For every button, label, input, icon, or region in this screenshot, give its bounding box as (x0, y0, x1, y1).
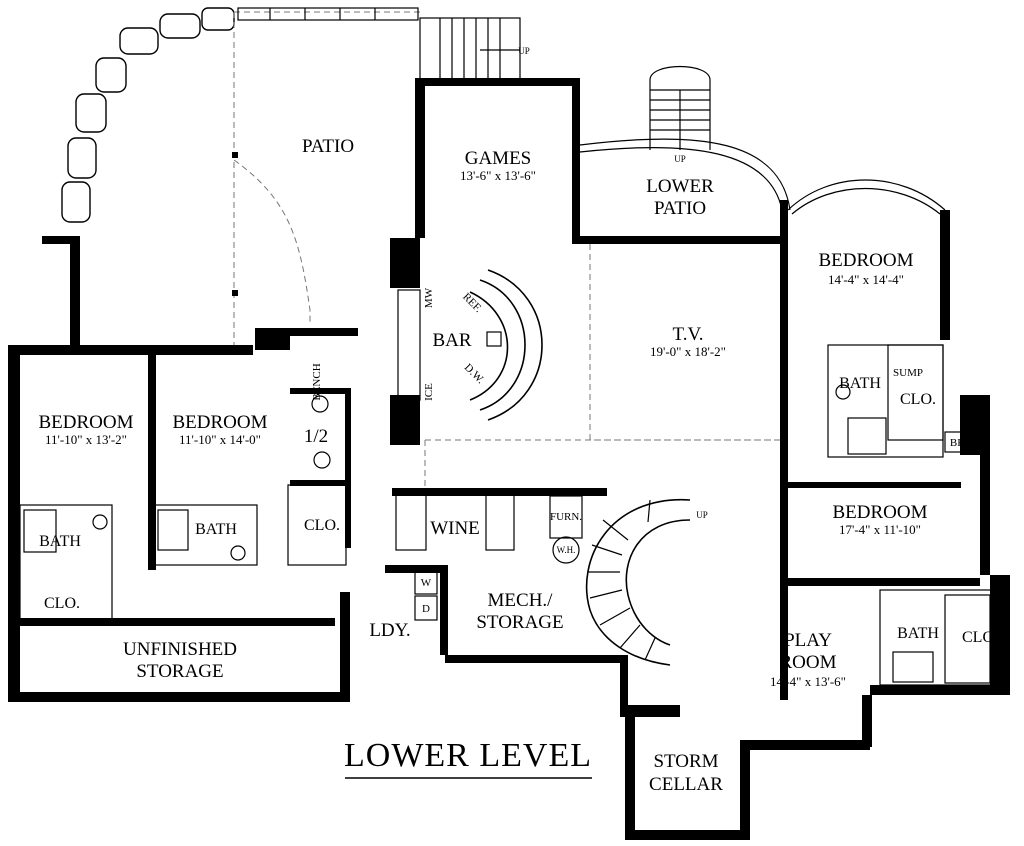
unfinished-label-1: UNFINISHED (123, 639, 237, 660)
dw-label: D.W. (462, 362, 487, 387)
ice-label: ICE (423, 383, 435, 401)
lower-patio-label-2: PATIO (654, 198, 706, 219)
mw-label: MW (423, 287, 435, 308)
bedroom-w2-dim: 11'-10" x 14'-0" (179, 432, 261, 447)
clo-label-e: CLO. (962, 629, 998, 646)
patio-label: PATIO (302, 136, 354, 157)
wine-label: WINE (430, 518, 480, 539)
ref-label: REF. (460, 291, 484, 315)
bench-label: BENCH (311, 363, 323, 400)
bedroom-ne-dim: 14'-4" x 14'-4" (828, 272, 904, 287)
washer-label: W (421, 577, 432, 589)
plan-title: LOWER LEVEL (344, 737, 592, 774)
interior-lines (19, 138, 993, 686)
furn-label: FURN. (550, 511, 582, 523)
bedroom-ne-label: BEDROOM (818, 250, 913, 271)
labels: PATIO GAMES 13'-6" x 13'-6" LOWER PATIO … (38, 46, 998, 795)
stone-path (61, 7, 235, 223)
bath-label-ne: BATH (839, 375, 881, 392)
half-bath-label: 1/2 (304, 426, 328, 447)
top-stair (419, 17, 521, 81)
water-heater-label: W.H. (557, 545, 576, 555)
clo-label-half: CLO. (304, 517, 340, 534)
bedroom-w1-dim: 11'-10" x 13'-2" (45, 432, 127, 447)
up-label-top: UP (518, 46, 530, 56)
games-dim: 13'-6" x 13'-6" (460, 168, 536, 183)
mech-label-1: MECH./ (488, 590, 554, 611)
bath-label-w2: BATH (195, 521, 237, 538)
bedroom-w2-label: BEDROOM (172, 412, 267, 433)
up-label-spiral: UP (696, 510, 708, 520)
clo-label-ne: CLO. (900, 391, 936, 408)
sump-label: SUMP (893, 367, 923, 379)
play-room-label-2: ROOM (779, 652, 836, 673)
lower-patio-label-1: LOWER (646, 176, 714, 197)
bedroom-e-dim: 17'-4" x 11'-10" (839, 522, 921, 537)
ldy-label: LDY. (369, 620, 410, 641)
play-room-dim: 14'-4" x 13'-6" (770, 674, 846, 689)
bath-label-e: BATH (897, 625, 939, 642)
spiral-stair (585, 499, 691, 666)
unfinished-label-2: STORAGE (136, 661, 223, 682)
patio-outline (232, 7, 420, 345)
bath-label-w1: BATH (39, 533, 81, 550)
storm-cellar-label-2: CELLAR (649, 774, 723, 795)
up-label-patio: UP (674, 154, 686, 164)
tv-label: T.V. (673, 324, 704, 345)
clo-label-w1: CLO. (44, 595, 80, 612)
bar-counter (397, 269, 543, 421)
mech-label-2: STORAGE (476, 612, 563, 633)
bedroom-w1-label: BEDROOM (38, 412, 133, 433)
play-room-label-1: PLAY (784, 630, 832, 651)
bks-label: BKS. (950, 437, 974, 449)
lower-patio-stair (649, 65, 711, 150)
bar-label: BAR (432, 330, 471, 351)
dryer-label: D (422, 603, 430, 615)
games-label: GAMES (465, 148, 532, 169)
storm-cellar-label-1: STORM (653, 751, 718, 772)
walls (8, 78, 1010, 840)
tv-dim: 19'-0" x 18'-2" (650, 344, 726, 359)
bedroom-e-label: BEDROOM (832, 502, 927, 523)
